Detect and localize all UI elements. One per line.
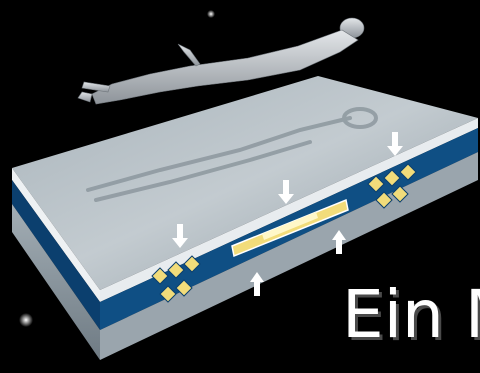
light-speck xyxy=(207,10,215,18)
caption-text: Ein M xyxy=(342,282,480,348)
light-speck xyxy=(19,313,33,327)
